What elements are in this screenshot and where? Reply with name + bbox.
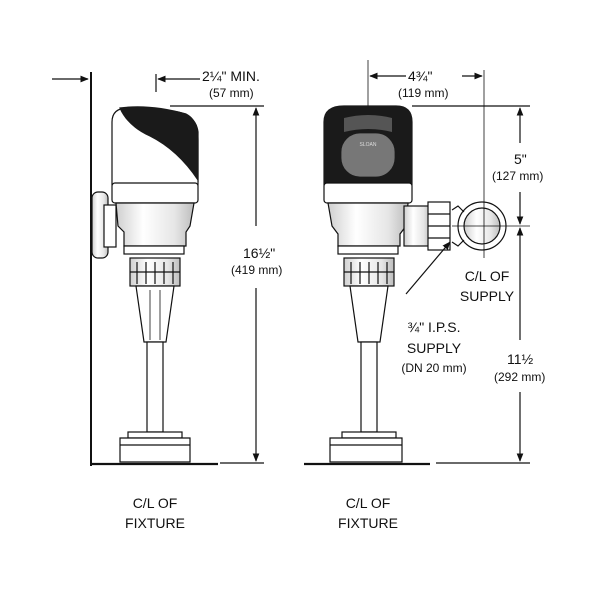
side-valve-body xyxy=(115,202,195,247)
sloan-logo: SLOAN xyxy=(360,142,377,148)
front-tailpiece xyxy=(349,285,389,343)
sensor-window xyxy=(341,133,395,177)
side-spud-flange xyxy=(127,431,183,439)
supply-arm xyxy=(403,205,431,247)
cl-fixture-right-line2: FIXTURE xyxy=(338,515,398,531)
front-view-valve: SLOAN xyxy=(304,105,507,466)
ips-supply-leader xyxy=(405,241,451,295)
min-clearance-metric: (57 mm) xyxy=(209,86,254,100)
overall-height-imperial: 16½" xyxy=(243,245,276,261)
side-spud xyxy=(119,437,191,463)
side-view-valve xyxy=(90,72,218,466)
front-spud-pipe xyxy=(360,341,378,433)
cl-fixture-left-line1: C/L OF xyxy=(132,495,178,511)
side-sensor-base xyxy=(111,182,199,204)
side-spud-pipe xyxy=(146,341,164,433)
top-to-supply-imperial: 5" xyxy=(514,151,527,167)
dim-supply-to-floor xyxy=(436,227,530,464)
supply-to-floor-imperial: 11½ xyxy=(507,351,534,367)
side-tailpiece xyxy=(135,285,175,343)
top-to-supply-metric: (127 mm) xyxy=(492,169,544,183)
dim-overall-height xyxy=(170,105,264,464)
overall-height-metric: (419 mm) xyxy=(231,263,283,277)
dim-min-clearance xyxy=(52,74,200,92)
dim-top-to-supply xyxy=(412,105,530,225)
min-clearance-imperial: 2¼" MIN. xyxy=(202,68,260,84)
supply-to-floor-metric: (292 mm) xyxy=(494,370,546,384)
width-to-supply-metric: (119 mm) xyxy=(398,86,449,100)
front-sensor-base xyxy=(323,182,413,204)
cl-fixture-left-line2: FIXTURE xyxy=(125,515,185,531)
width-to-supply-imperial: 4¾" xyxy=(408,68,433,84)
cl-supply-line2: SUPPLY xyxy=(459,288,515,304)
centerlines xyxy=(367,60,530,258)
front-spud xyxy=(329,437,403,463)
front-spud-flange xyxy=(341,431,397,439)
ips-supply-line2: SUPPLY xyxy=(406,340,462,356)
side-sensor-cap xyxy=(119,106,199,182)
ips-supply-line1: ¾" I.P.S. xyxy=(407,319,461,335)
cl-fixture-right-line1: C/L OF xyxy=(345,495,391,511)
front-valve-body xyxy=(327,202,409,247)
cl-supply-line1: C/L OF xyxy=(464,268,510,284)
ips-supply-line3: (DN 20 mm) xyxy=(401,361,467,375)
